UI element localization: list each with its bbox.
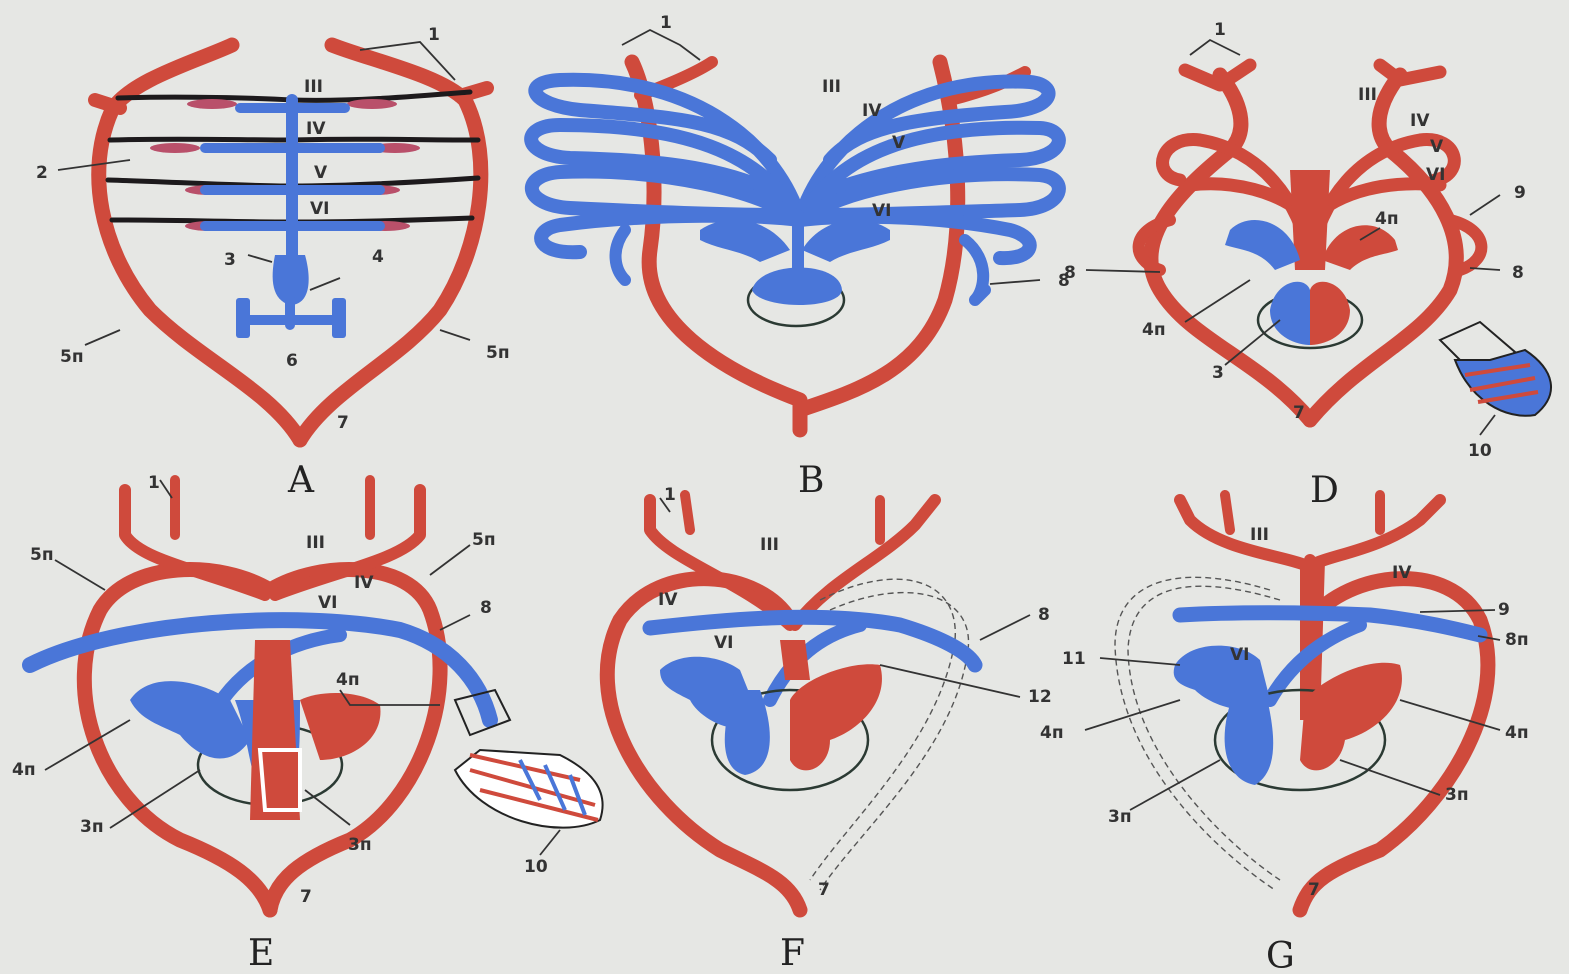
label-g-7: 7	[1308, 880, 1320, 900]
label-e-7: 7	[300, 887, 312, 907]
label-d-arch-v: V	[1430, 137, 1444, 157]
label-d-3: 3	[1212, 363, 1224, 383]
label-g-arch-iv: IV	[1392, 563, 1412, 583]
panel-a: 1 2 3 4 5п 5п 6 7 III IV V VI A	[36, 25, 510, 501]
label-b-arch-iv: IV	[862, 101, 882, 121]
label-a-2: 2	[36, 163, 48, 183]
label-e-4n-left: 4п	[12, 760, 36, 780]
label-a-arch-iv: IV	[306, 119, 326, 139]
label-f-1: 1	[664, 485, 676, 505]
label-e-arch-vi: VI	[318, 593, 337, 613]
label-e-4n-right: 4п	[336, 670, 360, 690]
label-a-1: 1	[428, 25, 440, 45]
panel-b: 1 8 III IV V VI B	[531, 13, 1070, 501]
label-d-8-right: 8	[1512, 263, 1524, 283]
caption-f: F	[780, 933, 805, 974]
label-g-arch-iii: III	[1250, 525, 1269, 545]
label-g-3n-right: 3п	[1445, 785, 1469, 805]
label-d-10: 10	[1468, 441, 1492, 461]
label-d-9: 9	[1514, 183, 1526, 203]
label-f-12: 12	[1028, 687, 1052, 707]
caption-e: E	[248, 933, 274, 974]
caption-d: D	[1310, 470, 1339, 511]
label-f-arch-vi: VI	[714, 633, 733, 653]
label-g-9: 9	[1498, 600, 1510, 620]
label-e-8: 8	[480, 598, 492, 618]
lung-detail-e	[455, 690, 603, 828]
label-b-arch-vi: VI	[872, 201, 891, 221]
label-e-1: 1	[148, 473, 160, 493]
label-d-8-left: 8	[1064, 263, 1076, 283]
label-b-arch-v: V	[892, 133, 906, 153]
label-f-arch-iv: IV	[658, 590, 678, 610]
label-e-10: 10	[524, 857, 548, 877]
label-f-7: 7	[818, 880, 830, 900]
caption-b: B	[798, 460, 824, 501]
label-d-4n-right: 4п	[1375, 209, 1399, 229]
label-e-3n-right: 3п	[348, 835, 372, 855]
panel-d: 1 3 4п 4п 7 8 8 9 10 III IV V VI D	[1064, 20, 1551, 511]
label-e-3n-left: 3п	[80, 817, 104, 837]
panel-f: 1 7 8 12 III IV VI F	[607, 485, 1051, 974]
label-f-8: 8	[1038, 605, 1050, 625]
label-a-arch-vi: VI	[310, 199, 329, 219]
label-a-4: 4	[372, 247, 384, 267]
label-b-arch-iii: III	[822, 77, 841, 97]
label-d-1: 1	[1214, 20, 1226, 40]
caption-a: A	[287, 460, 315, 501]
panel-e: 1 3п 3п 4п 4п 5п 5п 7 8 10 III IV VI E	[12, 473, 603, 974]
label-g-4n-left: 4п	[1040, 723, 1064, 743]
label-a-6: 6	[286, 351, 298, 371]
label-e-arch-iv: IV	[354, 573, 374, 593]
label-f-arch-iii: III	[760, 535, 779, 555]
label-d-4n-left: 4п	[1142, 320, 1166, 340]
lung-detail-d	[1440, 322, 1551, 416]
label-e-arch-iii: III	[306, 533, 325, 553]
label-a-arch-iii: III	[304, 77, 323, 97]
label-g-arch-vi: VI	[1230, 645, 1249, 665]
label-g-3n-left: 3п	[1108, 807, 1132, 827]
panel-g: 3п 3п 4п 4п 7 8п 9 11 III IV VI G	[1040, 495, 1529, 974]
label-a-5n-right: 5п	[486, 343, 510, 363]
label-g-4n-right: 4п	[1505, 723, 1529, 743]
label-b-1: 1	[660, 13, 672, 33]
label-a-5n-left: 5п	[60, 347, 84, 367]
label-a-arch-v: V	[314, 163, 328, 183]
label-e-5n-left: 5п	[30, 545, 54, 565]
label-e-5n-right: 5п	[472, 530, 496, 550]
label-a-7: 7	[337, 413, 349, 433]
caption-g: G	[1266, 936, 1295, 974]
label-a-3: 3	[224, 250, 236, 270]
label-d-arch-iv: IV	[1410, 111, 1430, 131]
label-g-11: 11	[1062, 649, 1086, 669]
label-g-8n: 8п	[1505, 630, 1529, 650]
label-d-arch-iii: III	[1358, 85, 1377, 105]
label-d-arch-vi: VI	[1426, 165, 1445, 185]
label-d-7: 7	[1293, 403, 1305, 423]
